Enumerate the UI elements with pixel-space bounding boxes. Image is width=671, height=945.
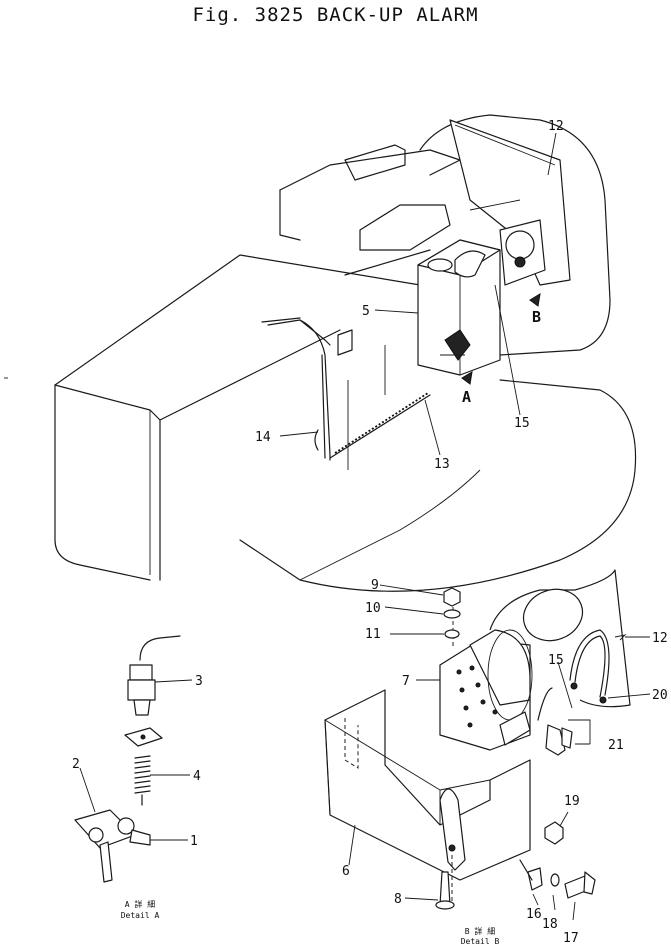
callout-21: 21: [608, 738, 624, 753]
callout-5: 5: [362, 304, 370, 319]
view-arrow-a: A: [461, 371, 473, 406]
callout-12-detail: 12: [652, 631, 668, 646]
alarm-cover-main: [417, 199, 546, 376]
wire-harness-main: [261, 317, 431, 470]
callout-15-main: 15: [514, 416, 530, 431]
leader-lines-main: [279, 132, 557, 456]
detail-a-caption-en: Detail A: [121, 911, 160, 920]
callout-labels: 1 2 3 4 5 6 7 8 9 10 11 12 12 13 14 15 1…: [72, 119, 668, 945]
callout-8: 8: [394, 892, 402, 907]
callout-14: 14: [255, 430, 271, 445]
callout-4: 4: [193, 769, 201, 784]
detail-b-parts: [324, 569, 631, 910]
detail-b-caption-jp: B 詳 細: [465, 926, 495, 936]
callout-1: 1: [190, 834, 198, 849]
callout-19: 19: [564, 794, 580, 809]
detail-b-caption: B 詳 細 Detail B: [461, 926, 500, 945]
figure-title: Fig. 3825 BACK-UP ALARM: [192, 4, 479, 26]
leader-lines-detail-b: [348, 584, 651, 921]
callout-15-detail: 15: [548, 653, 564, 668]
view-marker-a: A: [462, 388, 471, 406]
detail-a-caption: A 詳 細 Detail A: [121, 899, 160, 920]
callout-6: 6: [342, 864, 350, 879]
callout-10: 10: [365, 601, 381, 616]
callout-16: 16: [526, 907, 542, 922]
detail-b-caption-en: Detail B: [461, 937, 500, 945]
callout-11: 11: [365, 627, 381, 642]
callout-18: 18: [542, 917, 558, 932]
view-arrow-b: B: [529, 293, 541, 326]
callout-20: 20: [652, 688, 668, 703]
leader-lines-detail-a: [79, 679, 193, 841]
callout-17: 17: [563, 931, 579, 945]
callout-3: 3: [195, 674, 203, 689]
callout-13: 13: [434, 457, 450, 472]
detail-a-parts: [74, 635, 181, 883]
view-marker-b: B: [532, 308, 541, 326]
callout-9: 9: [371, 578, 379, 593]
callout-2: 2: [72, 757, 80, 772]
machine-body-outline: [54, 114, 637, 592]
detail-a-caption-jp: A 詳 細: [125, 899, 155, 909]
callout-7: 7: [402, 674, 410, 689]
callout-12-main: 12: [548, 119, 564, 134]
